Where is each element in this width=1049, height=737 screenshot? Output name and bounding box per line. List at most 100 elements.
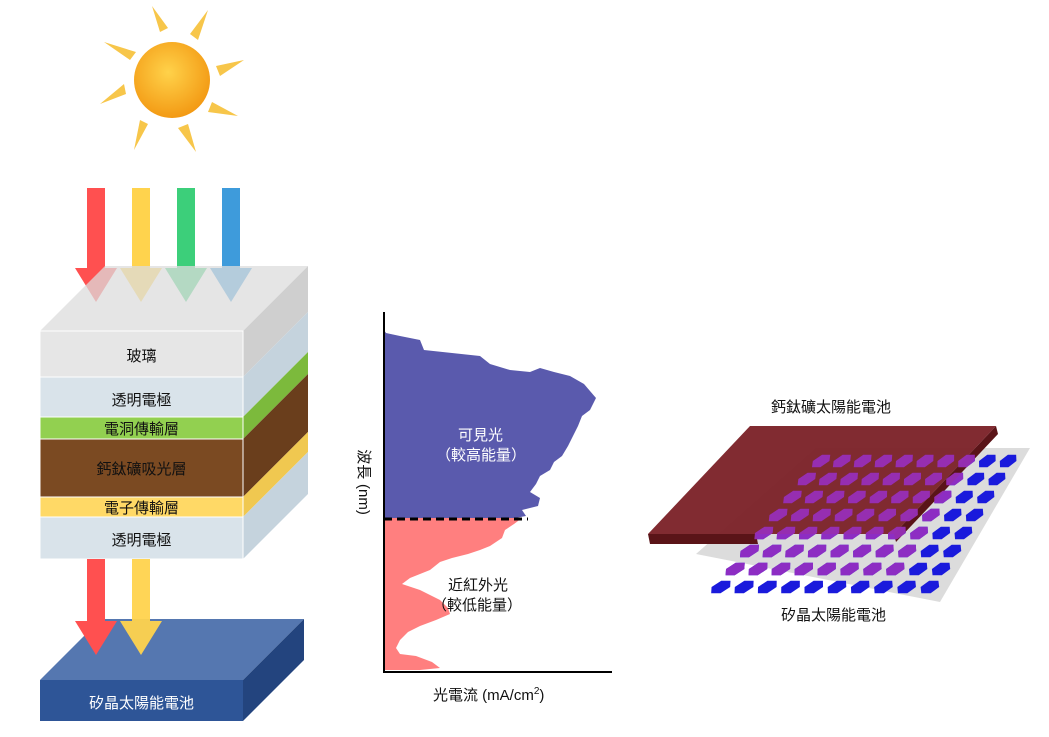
overlay-cell <box>818 472 838 486</box>
overlay-cell <box>847 490 866 504</box>
visible-light-region <box>384 330 596 518</box>
silicon-cell <box>944 508 962 522</box>
overlay-cell <box>891 490 909 504</box>
overlay-cell <box>776 526 796 540</box>
layer-label-glass: 玻璃 <box>126 347 157 365</box>
overlay-cell <box>903 472 922 486</box>
silicon-cell <box>979 454 996 468</box>
overlay-cell <box>811 454 831 468</box>
overlay-cell <box>925 472 943 486</box>
visible-light-sublabel: （較高能量） <box>436 446 527 464</box>
overlay-cell <box>895 454 913 468</box>
overlay-cell <box>783 490 802 504</box>
layer-label-transparent-electrode-bottom: 透明電極 <box>111 531 172 549</box>
overlay-cell <box>762 544 782 558</box>
silicon-cell-label: 矽晶太陽能電池 <box>88 694 194 712</box>
layer-label-transparent-electrode-top: 透明電極 <box>111 391 172 409</box>
x-axis-label-main: 光電流 (mA/cm <box>433 687 534 704</box>
overlay-cell <box>958 454 975 468</box>
overlay-cell <box>832 454 851 468</box>
silicon-cell <box>850 580 870 594</box>
overlay-cell <box>900 508 918 522</box>
overlay-cell <box>910 526 928 540</box>
overlay-cell <box>946 472 964 486</box>
tandem-cell-diagram <box>648 426 1030 602</box>
silicon-cell <box>988 472 1006 486</box>
y-axis-unit: (nm) <box>355 483 372 515</box>
perovskite-sheet-edge <box>648 534 758 544</box>
near-infrared-region <box>384 518 522 670</box>
overlay-cell <box>843 526 862 540</box>
silicon-cell <box>932 526 951 540</box>
overlay-cells <box>725 454 975 576</box>
overlay-cell <box>826 490 845 504</box>
layer-stack <box>39 266 308 560</box>
overlay-cell <box>869 490 888 504</box>
stack-diagram <box>39 6 308 721</box>
x-axis-label-end: ) <box>539 687 545 704</box>
overlay-cell <box>807 544 827 558</box>
overlay-cell <box>725 562 745 576</box>
sun-icon <box>100 6 244 152</box>
overlay-cell <box>878 508 897 522</box>
silicon-cell <box>827 580 847 594</box>
x-axis-label: 光電流 (mA/cm2) <box>433 684 544 705</box>
overlay-cell <box>798 526 818 540</box>
overlay-cell <box>754 526 774 540</box>
silicon-cell <box>874 580 893 594</box>
layer-label-hole-transport: 電洞傳輸層 <box>103 420 179 438</box>
overlay-cell <box>886 562 905 576</box>
overlay-cell <box>768 508 788 522</box>
silicon-cell <box>781 580 800 594</box>
overlay-cell <box>874 454 893 468</box>
near-infrared-sublabel: （較低能量） <box>432 596 523 614</box>
overlay-cell <box>853 454 872 468</box>
transmitted-light-arrows <box>75 559 162 655</box>
overlay-cell <box>916 454 934 468</box>
silicon-cell <box>954 526 973 540</box>
silicon-cell <box>977 490 995 504</box>
y-axis-label-text: 波長 <box>355 449 373 480</box>
overlay-cell <box>797 472 817 486</box>
perovskite-cell-label: 鈣鈦礦太陽能電池 <box>771 398 892 416</box>
overlay-cell <box>922 508 940 522</box>
silicon-cell <box>757 580 777 594</box>
silicon-cell <box>711 580 731 594</box>
overlay-cell <box>840 472 859 486</box>
silicon-cell <box>909 562 928 576</box>
overlay-cell <box>882 472 901 486</box>
silicon-cell <box>734 580 754 594</box>
overlay-cell <box>790 508 810 522</box>
silicon-cell <box>920 544 939 558</box>
silicon-cell <box>955 490 973 504</box>
overlay-cell <box>739 544 760 558</box>
overlay-cell <box>804 490 824 504</box>
overlay-cell <box>865 526 884 540</box>
overlay-cell <box>794 562 814 576</box>
overlay-cell <box>856 508 875 522</box>
near-infrared-label: 近紅外光 <box>448 576 509 594</box>
overlay-cell <box>863 562 882 576</box>
silicon-cell-caption: 矽晶太陽能電池 <box>781 606 887 624</box>
overlay-cell <box>817 562 836 576</box>
overlay-cell <box>812 508 831 522</box>
silicon-cell <box>920 580 940 594</box>
silicon-cell <box>804 580 824 594</box>
overlay-cell <box>937 454 955 468</box>
layer-label-perovskite: 鈣鈦礦吸光層 <box>96 460 187 478</box>
overlay-cell <box>785 544 804 558</box>
silicon-cell <box>931 562 951 576</box>
overlay-cell <box>834 508 853 522</box>
y-axis-label: 波長 (nm) <box>351 437 375 527</box>
visible-light-label: 可見光 <box>458 426 504 444</box>
overlay-cell <box>898 544 917 558</box>
overlay-cell <box>840 562 859 576</box>
overlay-cell <box>771 562 791 576</box>
overlay-cell <box>853 544 872 558</box>
overlay-cell <box>934 490 952 504</box>
overlay-cell <box>861 472 880 486</box>
overlay-cell <box>748 562 768 576</box>
x-axis-label-sup: 2 <box>533 686 540 697</box>
silicon-cell <box>965 508 984 522</box>
silicon-cell <box>967 472 985 486</box>
